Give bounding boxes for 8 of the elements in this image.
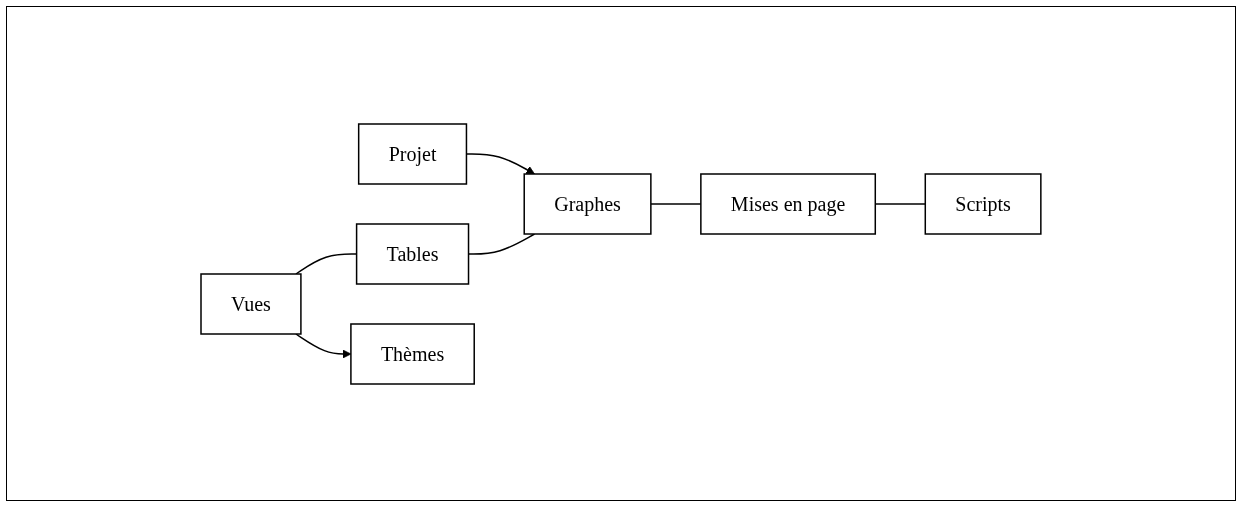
node-box: [355, 222, 470, 285]
node-box: [924, 172, 1042, 235]
diagram-frame: Projet Vues Tables Graphes Mises en page Scripts Thèmes: [6, 6, 1236, 501]
node-box: [700, 172, 877, 235]
node-box: [523, 172, 652, 235]
node-box: [350, 322, 476, 385]
node-box: [200, 272, 302, 335]
node-box: [358, 122, 468, 185]
